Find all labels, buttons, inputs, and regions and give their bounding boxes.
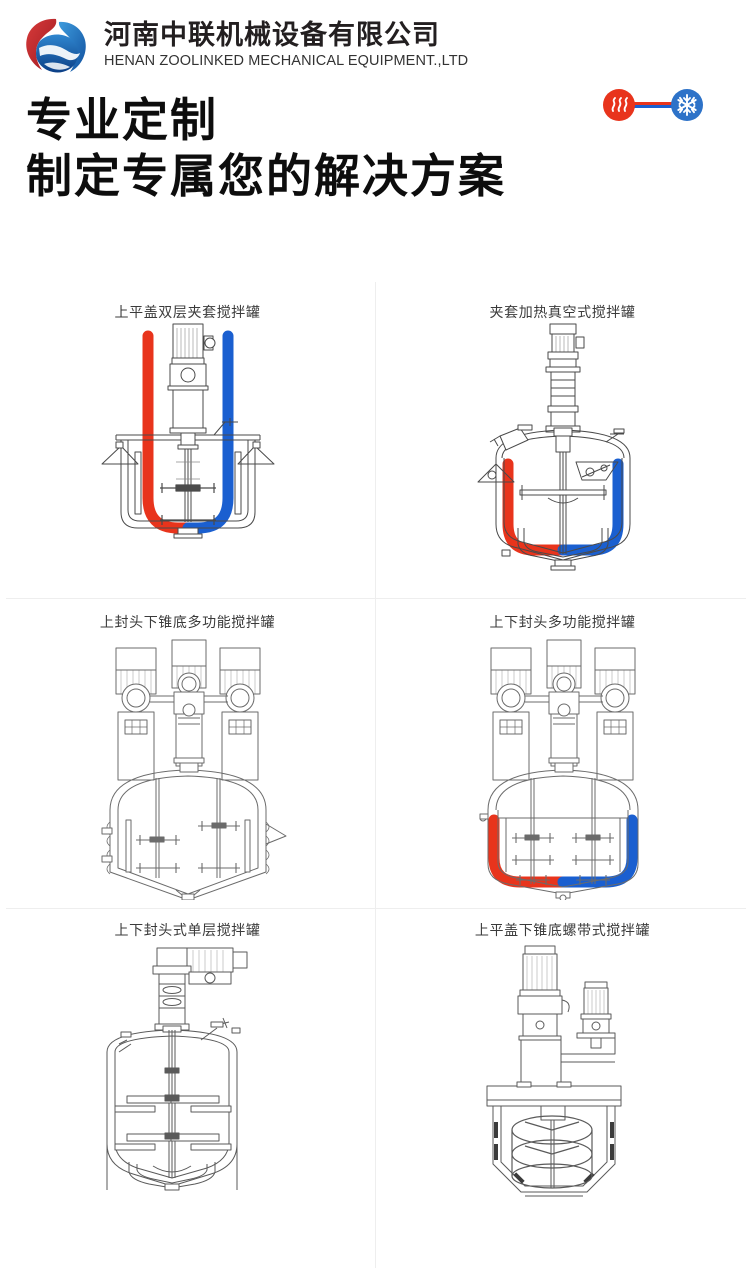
- company-name-cn: 河南中联机械设备有限公司: [104, 20, 440, 51]
- product-figure-1: [0, 322, 375, 580]
- brand-block: 河南中联机械设备有限公司 HENAN ZOOLINKED MECHANICAL …: [22, 12, 468, 78]
- product-cell-1[interactable]: 上平盖双层夹套搅拌罐: [0, 302, 375, 598]
- brand-text: 河南中联机械设备有限公司 HENAN ZOOLINKED MECHANICAL …: [104, 20, 469, 69]
- product-cell-2[interactable]: 夹套加热真空式搅拌罐: [375, 302, 750, 598]
- slogan-line-1: 专业定制: [26, 94, 218, 146]
- grid-divider-vertical: [375, 282, 376, 1268]
- company-name-en: HENAN ZOOLINKED MECHANICAL EQUIPMENT.,LT…: [104, 52, 469, 69]
- page-header: 河南中联机械设备有限公司 HENAN ZOOLINKED MECHANICAL …: [0, 0, 750, 240]
- product-caption-4: 上下封头多功能搅拌罐: [489, 614, 636, 630]
- product-caption-2: 夹套加热真空式搅拌罐: [489, 304, 636, 320]
- product-figure-2: [375, 322, 750, 580]
- product-figure-3: [0, 632, 375, 900]
- product-cell-6[interactable]: 上平盖下锥底螺带式搅拌罐: [375, 920, 750, 1250]
- grid-divider-horizontal-2: [6, 908, 746, 909]
- heat-waves-icon: [603, 89, 635, 121]
- product-figure-5: [0, 940, 375, 1192]
- slogan-line-2: 制定专属您的解决方案: [26, 150, 506, 203]
- zoolinked-swoosh-logo-icon: [22, 12, 94, 78]
- grid-divider-horizontal-1: [6, 598, 746, 599]
- product-figure-4: [375, 632, 750, 900]
- product-cell-3[interactable]: 上封头下锥底多功能搅拌罐: [0, 612, 375, 908]
- product-caption-6: 上平盖下锥底螺带式搅拌罐: [474, 922, 651, 938]
- product-grid: 上平盖双层夹套搅拌罐: [0, 272, 750, 1278]
- product-caption-3: 上封头下锥底多功能搅拌罐: [99, 614, 276, 630]
- heating-cooling-icon: [598, 85, 706, 125]
- slogan: 专业定制 制定专属您的解决方案: [26, 92, 506, 204]
- product-cell-5[interactable]: 上下封头式单层搅拌罐: [0, 920, 375, 1250]
- product-figure-6: [375, 940, 750, 1200]
- product-cell-4[interactable]: 上下封头多功能搅拌罐: [375, 612, 750, 908]
- product-caption-1: 上平盖双层夹套搅拌罐: [114, 304, 261, 320]
- product-caption-5: 上下封头式单层搅拌罐: [114, 922, 261, 938]
